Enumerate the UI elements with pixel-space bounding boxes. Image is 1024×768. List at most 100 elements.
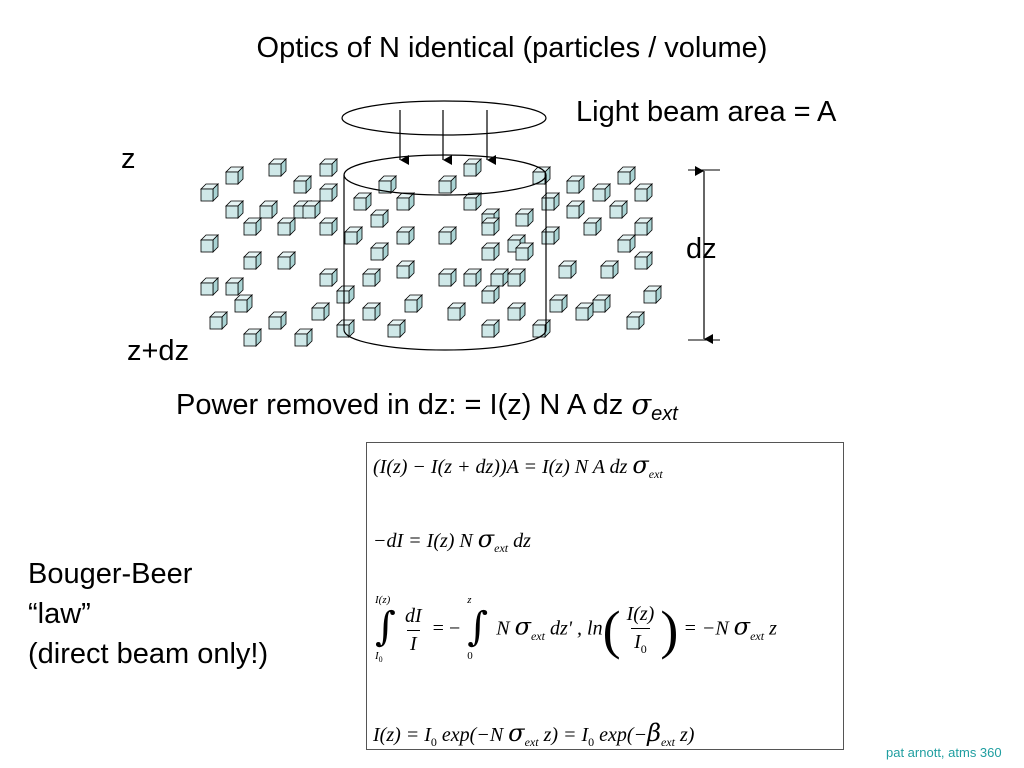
particle-cube: [532, 319, 551, 338]
particle-cube: [294, 328, 313, 347]
particle-cube: [404, 294, 423, 313]
eq3-sigma: σ: [514, 612, 531, 641]
bouger-beer-law: “law”: [28, 598, 91, 630]
particle-cube: [302, 200, 321, 219]
particle-cube: [515, 242, 534, 261]
particle-cube: [438, 175, 457, 194]
eq3-sigma-sub: ext: [530, 628, 545, 643]
beam-area-label: Light beam area = A: [576, 96, 837, 128]
power-removed-statement: Power removed in dz: = I(z) N A dz σext: [176, 387, 678, 425]
particle-cube: [259, 200, 278, 219]
eq4-beta: β: [647, 719, 661, 747]
eq1-sigma-sub: ext: [648, 467, 663, 481]
frac1-numerator: dI: [405, 604, 422, 627]
eq4-a: I(z) = I: [373, 724, 431, 746]
particle-cube: [234, 294, 253, 313]
particle-cube: [311, 302, 330, 321]
eq4-c-sub: 0: [588, 735, 595, 749]
particle-cube: [200, 234, 219, 253]
particle-cube: [566, 175, 585, 194]
particle-cube: [362, 268, 381, 287]
eq3-rhs-z: z: [764, 617, 777, 640]
eq4-c: z) = I: [538, 724, 589, 746]
particle-cube: [268, 311, 287, 330]
particle-cube: [463, 268, 482, 287]
particle-cube: [319, 217, 338, 236]
eq3-rhs-sigma-sub: ext: [750, 628, 765, 643]
slide-title: Optics of N identical (particles / volum…: [256, 32, 768, 64]
eq3-equals: = −: [427, 617, 466, 640]
particle-cube: [481, 217, 500, 236]
int2-upper-limit: z: [467, 594, 472, 606]
z-label: z: [121, 143, 136, 175]
particle-cube: [200, 277, 219, 296]
bouger-beer-title: Bouger-Beer: [28, 558, 193, 590]
particle-cube: [396, 192, 415, 211]
particle-cube: [225, 277, 244, 296]
int1-lower-limit: I0: [375, 650, 383, 665]
equation-2: −dI = I(z) N σext dz: [373, 525, 531, 555]
cylinder-bottom-arc: [343, 329, 547, 351]
particle-cube: [225, 200, 244, 219]
particle-cube: [515, 208, 534, 227]
particle-cube: [592, 183, 611, 202]
particle-cube: [481, 285, 500, 304]
particle-cube: [293, 175, 312, 194]
particle-cube: [370, 242, 389, 261]
eq4-d: exp(−: [594, 724, 648, 746]
footer-credit: pat arnott, atms 360: [886, 745, 1002, 760]
int1-upper-limit: I(z): [375, 594, 391, 606]
sigma-symbol: σ: [631, 387, 652, 421]
particle-cube: [225, 166, 244, 185]
particle-cube: [541, 226, 560, 245]
particle-cube: [507, 302, 526, 321]
eq1-sigma: σ: [632, 451, 649, 479]
particle-cube: [277, 217, 296, 236]
particle-cube: [583, 217, 602, 236]
particle-cube: [617, 166, 636, 185]
particle-cube: [370, 209, 389, 228]
light-beam-ellipse: [341, 100, 547, 136]
particle-cube: [353, 192, 372, 211]
particle-cube: [200, 183, 219, 202]
particle-cube: [566, 200, 585, 219]
particle-cube: [268, 158, 287, 177]
particle-cube: [634, 217, 653, 236]
bouger-beer-note: (direct beam only!): [28, 638, 269, 670]
eq3-dz-ln: dz' , ln: [544, 617, 603, 640]
particle-cube: [362, 302, 381, 321]
equation-4: I(z) = I0 exp(−N σext z) = I0 exp(−βext …: [373, 719, 694, 750]
eq4-sigma: σ: [508, 719, 525, 747]
eq4-b: exp(−N: [436, 724, 509, 746]
particle-cube: [336, 319, 355, 338]
particle-cube: [438, 268, 457, 287]
particle-cube: [387, 319, 406, 338]
particle-cube: [481, 319, 500, 338]
particle-cube: [463, 192, 482, 211]
integral-2: z∫0: [467, 594, 489, 662]
equation-box: (I(z) − I(z + dz))A = I(z) N A dz σext −…: [366, 442, 844, 750]
fraction-Iz-over-I0: I(z)I0: [624, 603, 658, 657]
integral-1: I(z)∫I0: [375, 594, 396, 665]
eq1-lhs: (I(z) − I(z + dz))A = I(z) N A dz: [373, 456, 633, 478]
particle-cube: [575, 302, 594, 321]
particle-cube: [541, 192, 560, 211]
eq4-sigma-sub: ext: [524, 735, 539, 749]
particle-cube: [558, 260, 577, 279]
dz-label: dz: [686, 233, 717, 265]
particle-cube: [600, 260, 619, 279]
particle-cube: [634, 183, 653, 202]
particle-cube: [378, 175, 397, 194]
particle-cube: [336, 285, 355, 304]
sigma-subscript: ext: [651, 403, 678, 425]
eq2-sigma-sub: ext: [494, 541, 509, 555]
particle-cube: [634, 251, 653, 270]
particle-cube: [243, 217, 262, 236]
particle-cube: [243, 251, 262, 270]
particle-cube: [592, 294, 611, 313]
particle-cube: [319, 183, 338, 202]
frac1-denominator: I: [407, 629, 420, 656]
int2-lower-limit: 0: [467, 650, 473, 662]
